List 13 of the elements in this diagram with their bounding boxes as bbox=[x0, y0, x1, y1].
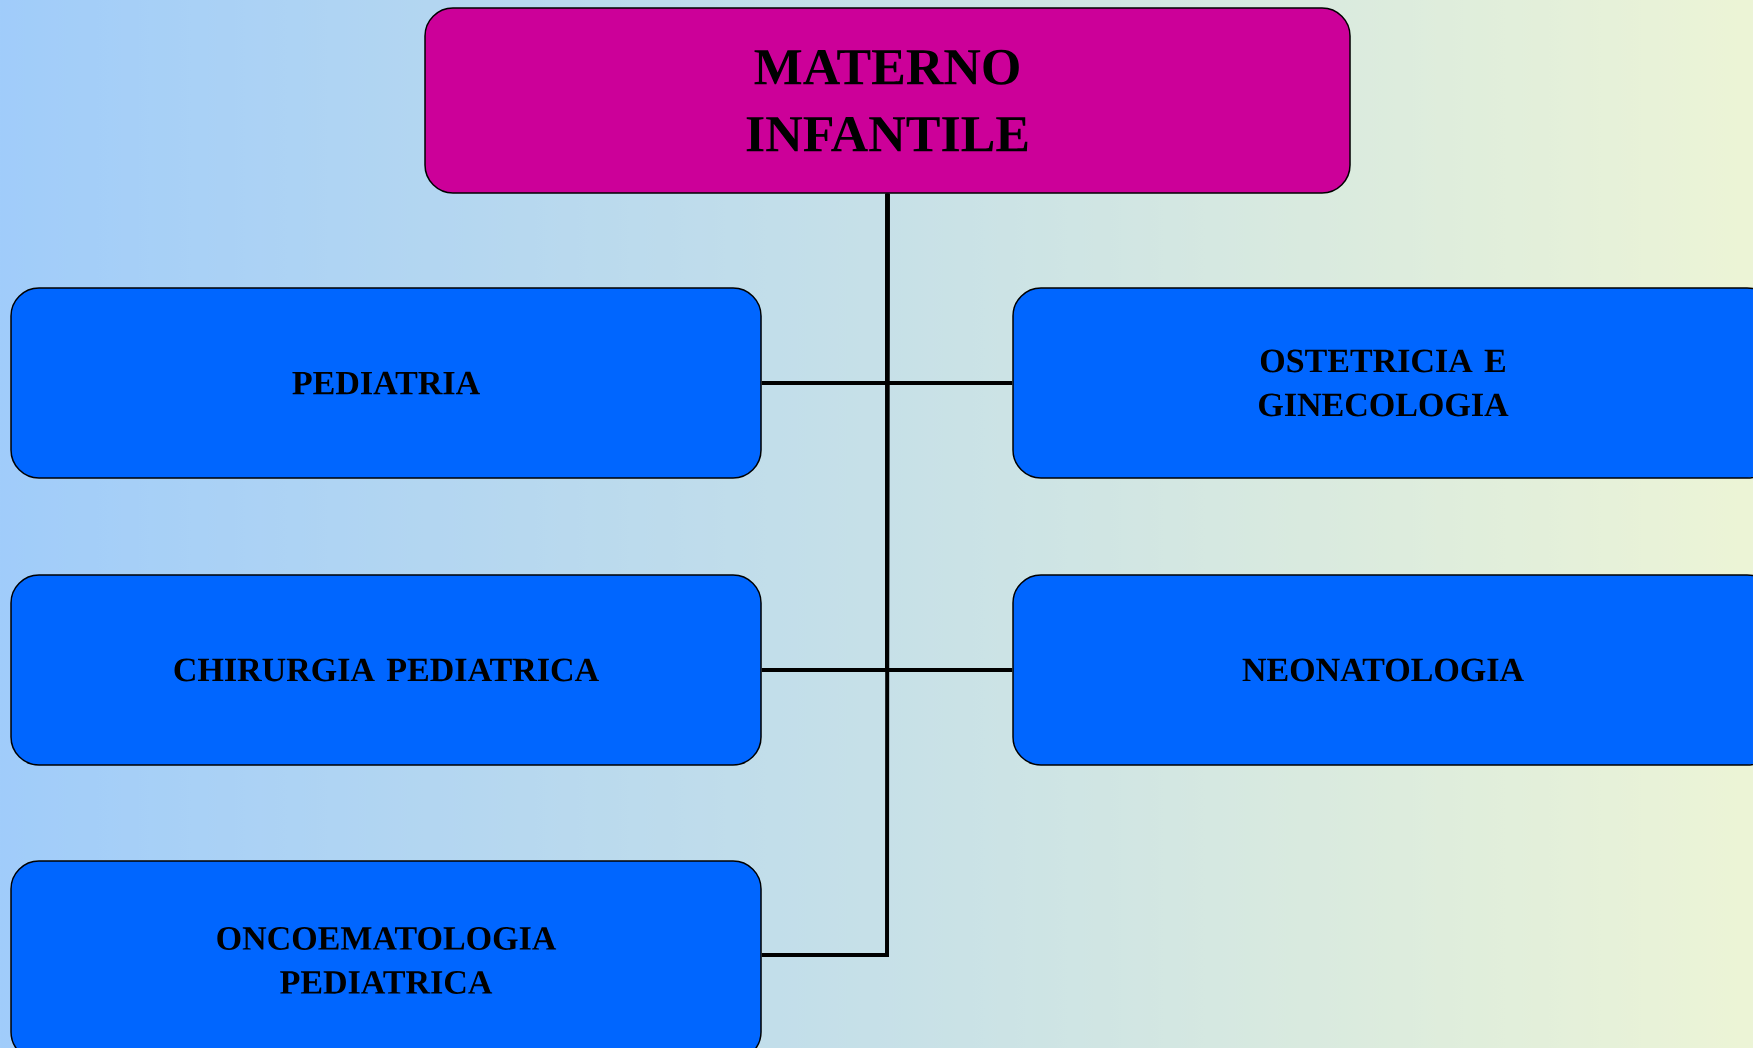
department-box bbox=[1012, 287, 1753, 479]
box-label: OSTETRICIA E GINECOLOGIA bbox=[1259, 349, 1509, 417]
title-box bbox=[424, 7, 1351, 194]
department-box bbox=[10, 860, 762, 1048]
department-box bbox=[10, 287, 762, 479]
box-label: ONCOEMATOLOGIA PEDIATRICA bbox=[217, 927, 557, 994]
box-label: CHIRURGIA PEDIATRICA bbox=[174, 658, 599, 682]
department-box bbox=[1012, 574, 1753, 766]
box-label: PEDIATRIA bbox=[292, 371, 480, 395]
box-label: NEONATOLOGIA bbox=[1242, 658, 1524, 682]
department-box bbox=[10, 574, 762, 766]
connector-line bbox=[761, 193, 890, 957]
box-label: MATERNO INFANTILE bbox=[746, 49, 1028, 152]
